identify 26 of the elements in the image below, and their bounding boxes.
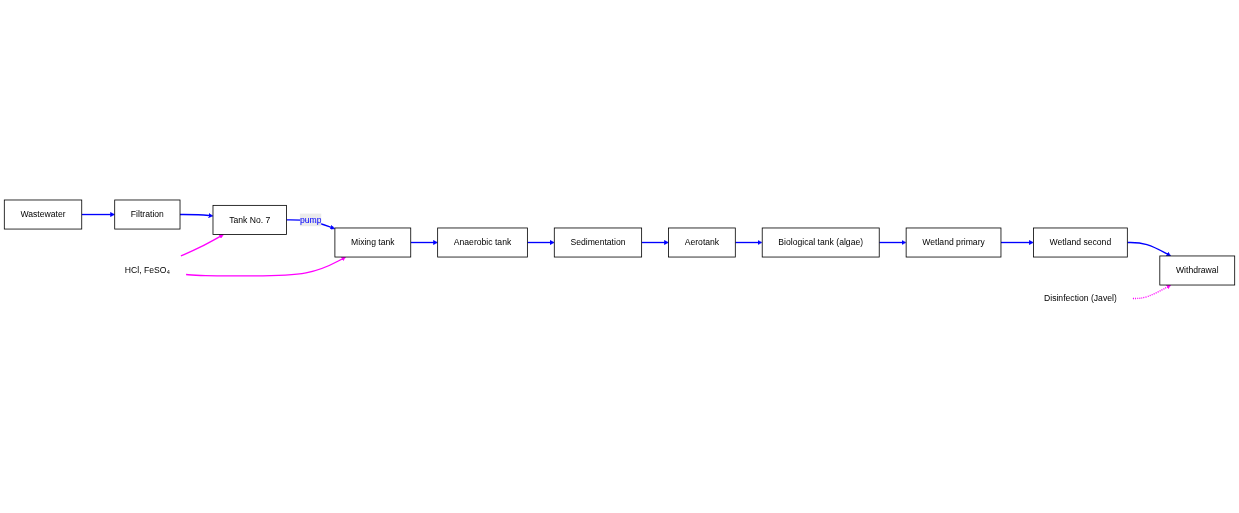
node-box: Tank No. 7 <box>212 204 287 235</box>
node-box: Sedimentation <box>553 227 643 258</box>
node-box: Anaerobic tank <box>437 227 528 258</box>
arrow <box>1000 240 1034 245</box>
arrow <box>185 256 346 277</box>
node-box: Filtration <box>114 199 181 230</box>
node-box: Wastewater <box>3 199 83 230</box>
node-box: Mixing tank <box>334 227 412 258</box>
arrow <box>179 213 214 218</box>
arrow <box>1126 241 1172 257</box>
node-text: Disinfection (Javel) <box>1044 293 1117 303</box>
node-box: Wetland primary <box>905 227 1002 258</box>
arrow <box>734 240 763 245</box>
node-box: Aerotank <box>668 227 736 258</box>
arrow <box>410 240 438 245</box>
arrow <box>81 212 115 217</box>
node-box: Withdrawal <box>1159 255 1236 286</box>
arrow <box>1132 284 1172 300</box>
node-box: Wetland second <box>1033 227 1128 258</box>
node-text: HCl, FeSO₄ <box>124 265 170 275</box>
edge-label: pump <box>299 215 322 225</box>
arrow <box>878 240 907 245</box>
arrow <box>526 240 555 245</box>
arrow <box>180 234 224 257</box>
node-box: Biological tank (algae) <box>761 227 880 258</box>
arrow <box>640 240 669 245</box>
